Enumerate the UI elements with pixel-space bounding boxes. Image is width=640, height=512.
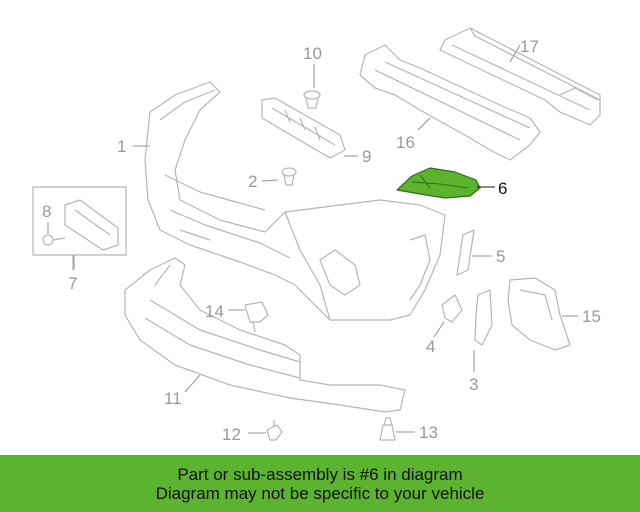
leader-11 [184, 374, 201, 393]
callout-4: 4 [426, 337, 435, 356]
callout-5: 5 [496, 247, 505, 266]
part-7-bracket-box [32, 186, 127, 270]
callout-1: 1 [117, 137, 126, 156]
part-17-reinforcement-beam [439, 27, 601, 126]
part-9-bracket [261, 97, 346, 159]
leader-4 [433, 321, 445, 338]
part-3-retainer [474, 289, 493, 346]
part-5-reflector [456, 229, 475, 276]
leader-17 [509, 44, 521, 63]
part-6-splash-shield[interactable] [396, 167, 481, 199]
leader-2 [261, 179, 279, 182]
info-banner: Part or sub-assembly is #6 in diagram Di… [0, 455, 640, 512]
leader-16 [417, 117, 431, 131]
part-4-bracket [441, 294, 463, 323]
part-2-clip [281, 167, 297, 186]
part-11-lower-spoiler [124, 257, 406, 413]
banner-line-1: Part or sub-assembly is #6 in diagram [177, 464, 463, 484]
part-1-bumper-cover [144, 81, 446, 321]
parts-diagram: 1 2 3 4 5 6 7 8 9 10 11 12 13 14 15 16 1… [32, 27, 601, 444]
callout-13: 13 [419, 423, 438, 442]
callout-14: 14 [205, 302, 224, 321]
callout-15: 15 [582, 307, 601, 326]
part-15-bracket [507, 277, 571, 351]
part-14-clip [244, 301, 269, 333]
callout-6[interactable]: 6 [498, 179, 507, 198]
callout-16: 16 [396, 133, 415, 152]
banner-line-2: Diagram may not be specific to your vehi… [155, 483, 485, 503]
part-10-clip [303, 90, 321, 109]
callout-11: 11 [164, 389, 182, 408]
callout-8: 8 [42, 202, 51, 221]
part-13-clip [379, 417, 396, 441]
part-16-absorber [359, 44, 541, 161]
callout-9: 9 [362, 147, 371, 166]
callout-12: 12 [222, 425, 241, 444]
callout-3: 3 [469, 375, 478, 394]
callout-2: 2 [248, 172, 257, 191]
callout-7: 7 [68, 274, 77, 293]
callout-10: 10 [303, 44, 322, 63]
part-12-clip [266, 420, 283, 441]
callout-17: 17 [520, 37, 539, 56]
